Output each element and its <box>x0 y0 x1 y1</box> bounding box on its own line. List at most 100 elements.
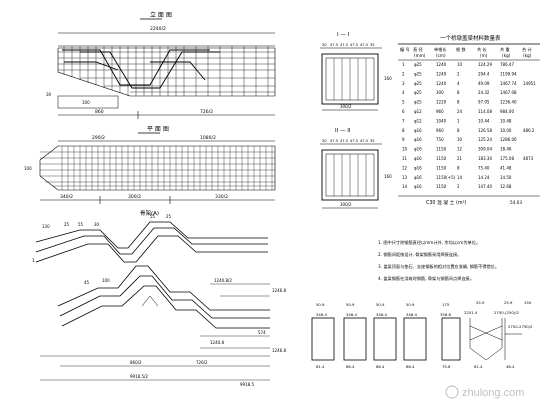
table-cell: φ12 <box>414 109 422 114</box>
rebar-label-6: 25 <box>166 214 172 219</box>
section-1-dim-5: 47.5 <box>360 43 368 47</box>
table-cell: φ25 <box>414 62 422 67</box>
table-cell: 5 <box>402 100 405 105</box>
plan-view: 平 面 图 290/2 1080/2 <box>24 126 276 204</box>
plan-dim-bottom-mid: 300/2 <box>128 194 141 200</box>
rebar-dim-bottom-2: 726/2 <box>196 360 208 365</box>
table-cell: 1240 <box>436 62 447 67</box>
table-concrete-value: 54.03 <box>510 200 522 205</box>
table-cell: 4 <box>457 81 460 86</box>
table-cell: 1199.94 <box>500 71 517 76</box>
bar-shapes: 50.9 50.9 50.9 50.9 175 25.9 25.9 150 34… <box>311 300 533 369</box>
table-cell: 960 <box>436 128 444 133</box>
table-cell: 960 <box>436 109 444 114</box>
table-cell: 1150(+5) <box>436 175 456 180</box>
table-concrete-label: C30 混 凝 土 (m³) <box>426 199 466 206</box>
watermark-text: zhulong.com <box>462 387 524 399</box>
plan-dim-bottom-left: 340/2 <box>60 194 73 200</box>
section-2-dim-bottom: 300/2 <box>340 202 352 207</box>
elevation-dim-right: 726/2 <box>200 109 213 115</box>
note-3: 3. 盖梁顶面与垫石、支座钢板的相对位置应准确, 钢筋不得错位。 <box>378 263 499 270</box>
table-cell: 13 <box>402 175 408 180</box>
plan-dim-left: 100 <box>24 166 32 171</box>
watermark: zhulong.com <box>445 385 524 399</box>
rebar-label-3: 55 <box>78 222 84 227</box>
table-cell: φ16 <box>414 156 422 161</box>
plan-dim-top-right: 1080/2 <box>200 135 216 141</box>
table-cell: 4 <box>402 90 405 95</box>
table-header-6: 共 重 <box>500 46 510 53</box>
plan-dim-bottom-right: 330/2 <box>215 194 228 200</box>
table-cell: 41.48 <box>500 165 512 170</box>
table-cell: 14.50 <box>500 175 512 180</box>
bar-label-6: 25.9 <box>476 300 485 305</box>
bar-bottom-3: 86.4 <box>376 364 385 369</box>
table-cell: φ25 <box>414 71 422 76</box>
rebar-label-7: 45 <box>84 280 90 285</box>
bar-label-5: 175 <box>442 302 450 307</box>
table-cell: 124.29 <box>478 62 492 67</box>
table-cell: 1 <box>457 118 460 123</box>
table-cell: 10.48 <box>500 118 512 123</box>
table-cell: 8 <box>457 90 460 95</box>
section-1-dim-6: 35 <box>370 43 375 47</box>
table-cell: 1240 <box>436 81 447 86</box>
table-cell: 6 <box>402 109 405 114</box>
note-2: 2. 钢筋间距按设计, 骨架钢筋采用焊接连接。 <box>378 251 461 258</box>
table-unit-3: (cm) <box>436 53 446 58</box>
table-cell: φ25 <box>414 90 422 95</box>
table-unit-5: (m) <box>480 53 488 58</box>
table-cell: φ16 <box>414 137 422 142</box>
table-cell: 97.95 <box>478 100 490 105</box>
table-cell: 1236.40 <box>500 100 517 105</box>
table-cell: φ16 <box>414 175 422 180</box>
table-cell: 126.58 <box>478 128 492 133</box>
table-cell: φ16 <box>414 128 422 133</box>
table-cell: 24 <box>457 109 463 114</box>
bar-dim-7: 2750-(250)/2 <box>494 310 520 315</box>
table-cell: 14.24 <box>478 175 490 180</box>
table-cell: 8 <box>457 100 460 105</box>
bar-dim-4: 346.4 <box>406 312 417 317</box>
table-cell: 984.00 <box>500 109 514 114</box>
table-cell: 7 <box>402 118 405 123</box>
table-cell: 1286.00 <box>500 137 517 142</box>
section-2-dim-4: 47.5 <box>350 139 358 143</box>
table-cell: 1150 <box>436 156 447 161</box>
table-header-7: 合 计 <box>522 46 532 53</box>
rebar-label-4: 30 <box>94 222 100 227</box>
elevation-dim-small: 30 <box>46 92 52 97</box>
table-unit-6: (kg) <box>502 53 511 58</box>
table-cell: 486.2 <box>523 128 535 133</box>
section-1-dim-2: 47.5 <box>330 43 338 47</box>
elevation-dim-left: 860 <box>95 109 104 115</box>
bar-label-1: 50.9 <box>316 302 325 307</box>
table-cell: 49.09 <box>478 81 490 86</box>
table-cell: 12 <box>402 165 408 170</box>
table-cell: 14 <box>457 175 463 180</box>
rebar-detail-title: 骨架(A) <box>140 210 159 217</box>
section-2-dim-5: 47.5 <box>360 139 368 143</box>
table-cell: 300 <box>436 90 444 95</box>
section-1-dim-3: 47.5 <box>340 43 348 47</box>
rebar-label-8: 100 <box>102 278 110 283</box>
bar-dim-8: 2750-2750/2 <box>508 324 533 329</box>
rebar-label-1: 130 <box>42 224 50 229</box>
section-2-dim-side: 160 <box>384 174 392 179</box>
plan-title: 平 面 图 <box>147 126 169 133</box>
table-cell: 21 <box>457 156 463 161</box>
section-2-dim-2: 47.5 <box>330 139 338 143</box>
table-cell: 10 <box>457 62 463 67</box>
table-cell: φ16 <box>414 184 422 189</box>
table-cell: 1467.08 <box>500 90 517 95</box>
